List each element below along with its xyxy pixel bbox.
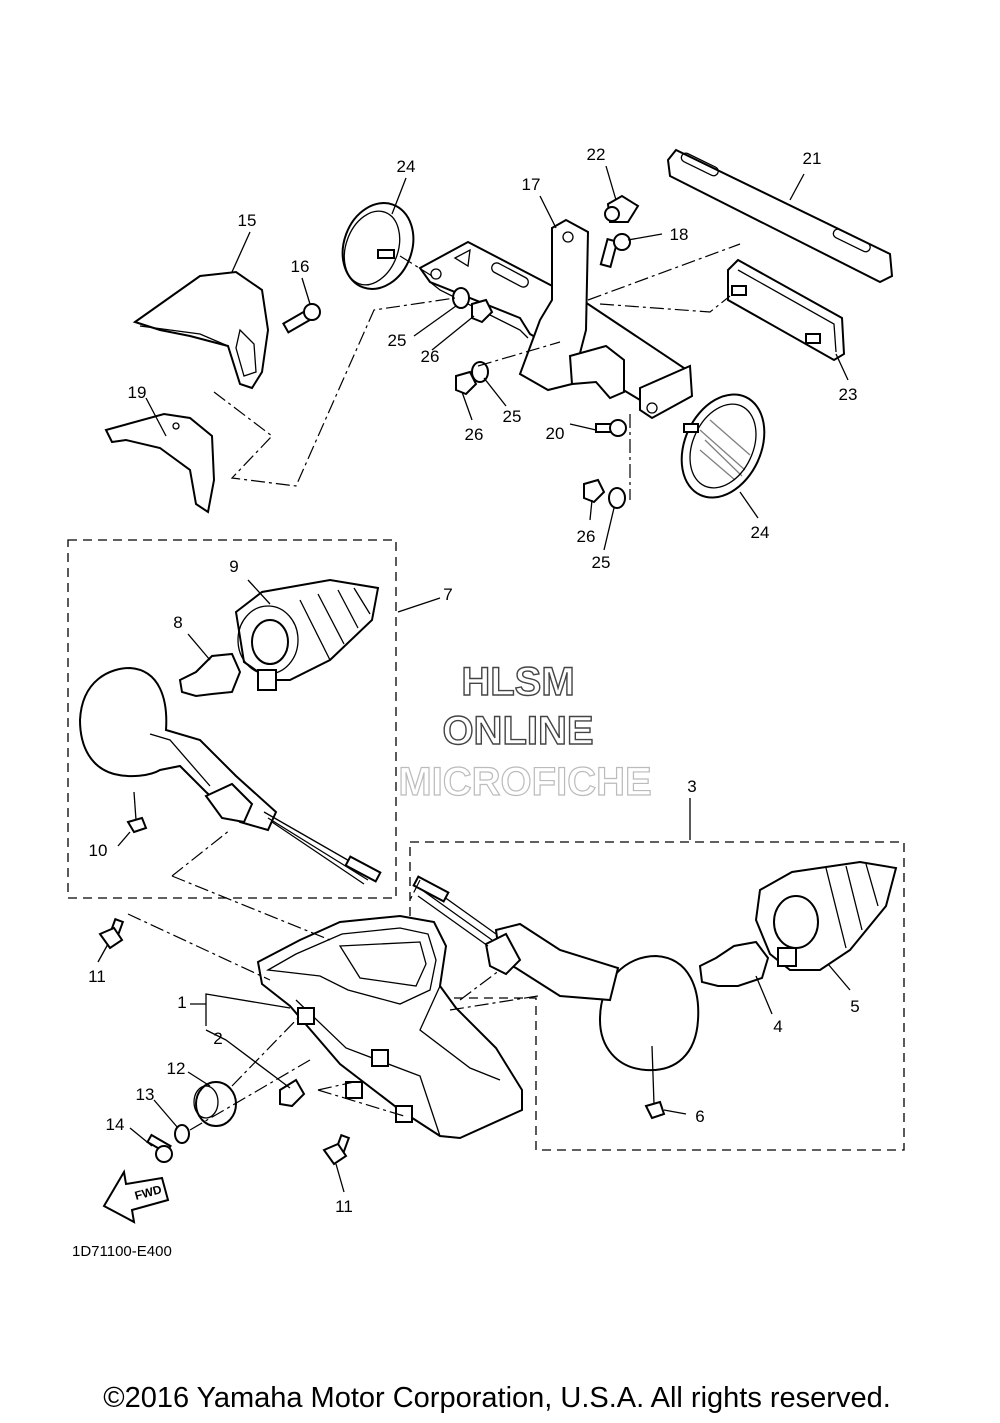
callout-25-c: 25 [592, 553, 611, 572]
washer-25a [452, 287, 470, 309]
bolt-18 [599, 233, 631, 269]
callout-12: 12 [167, 1059, 186, 1078]
washers-and-nuts [452, 287, 627, 509]
tail-light-housing [256, 914, 523, 1140]
callout-9: 9 [229, 557, 238, 576]
socket-2 [345, 1081, 363, 1099]
callout-25-b: 25 [503, 407, 522, 426]
reflector-cover [132, 270, 270, 390]
callout-17: 17 [522, 175, 541, 194]
watermark-line-3: MICROFICHE [398, 760, 651, 804]
callout-11-a: 11 [88, 967, 106, 986]
callout-20: 20 [546, 424, 565, 443]
socket-1 [297, 1007, 315, 1025]
callout-6: 6 [695, 1107, 704, 1126]
tail-light [256, 914, 523, 1140]
callout-4: 4 [773, 1017, 782, 1036]
nut-26b [455, 370, 478, 396]
callout-24-lower: 24 [751, 523, 770, 542]
reflector-stay [104, 412, 216, 514]
callout-26-b: 26 [465, 425, 484, 444]
bolt-16 [282, 303, 321, 334]
callout-10: 10 [89, 841, 108, 860]
left-turn-signal [78, 578, 382, 885]
license-light [727, 258, 846, 362]
fwd-arrow-icon: FWD [102, 1169, 170, 1224]
socket-4 [371, 1049, 389, 1067]
watermark-line-1: HLSM [461, 660, 574, 704]
callout-13: 13 [136, 1085, 155, 1104]
watermark-line-2: ONLINE [442, 709, 593, 753]
callout-16: 16 [291, 257, 310, 276]
callout-14: 14 [106, 1115, 125, 1134]
callout-25-a: 25 [388, 331, 407, 350]
callout-24-upper: 24 [397, 157, 416, 176]
triangle-mark [453, 248, 471, 268]
bracket-post [518, 218, 590, 392]
grommet-12 [193, 1081, 237, 1127]
screw-10 [126, 816, 148, 834]
license-light-stud-2 [805, 333, 821, 344]
license-bracket-assembly [418, 218, 694, 420]
left-bulb [178, 652, 242, 698]
washer-13 [174, 1124, 190, 1144]
callout-18: 18 [670, 225, 689, 244]
right-turn-signal [412, 860, 898, 1120]
callout-26-a: 26 [421, 347, 440, 366]
callout-22: 22 [587, 145, 606, 164]
screw-14 [146, 1133, 173, 1163]
washer-25c [608, 487, 626, 509]
copyright-footer: ©2016 Yamaha Motor Corporation, U.S.A. A… [103, 1382, 891, 1414]
callout-8: 8 [173, 613, 182, 632]
tail-bulb [279, 1078, 306, 1108]
callout-leaders [97, 165, 851, 1193]
callout-23: 23 [839, 385, 858, 404]
callout-7: 7 [443, 585, 452, 604]
nut-26a [471, 298, 494, 324]
callout-numbers: 24 15 16 19 17 22 18 21 23 25 26 26 25 2… [88, 145, 860, 1216]
callout-11-b: 11 [335, 1197, 353, 1216]
screw-6 [644, 1100, 666, 1120]
bolt-11b [322, 1133, 351, 1166]
callout-1: 1 [177, 993, 186, 1012]
callout-3: 3 [687, 777, 696, 796]
watermark: HLSM ONLINE MICROFICHE [398, 659, 653, 804]
callout-26-c: 26 [577, 527, 596, 546]
license-plate-stay [666, 148, 894, 284]
reflector-lower [680, 393, 766, 499]
diagram-code: 1D71100-E400 [72, 1243, 172, 1260]
bolt-11a [98, 917, 125, 950]
callout-2: 2 [213, 1029, 222, 1048]
fwd-label: FWD [133, 1182, 163, 1203]
reflector-upper [341, 202, 415, 290]
left-turn-signal-group [67, 539, 397, 899]
right-bulb [698, 940, 770, 987]
washer-25b [471, 361, 489, 383]
callout-15: 15 [238, 211, 257, 230]
callout-21: 21 [803, 149, 822, 168]
right-housing [598, 954, 700, 1072]
callout-19: 19 [128, 383, 147, 402]
nut-26c [583, 478, 606, 504]
cap-nut [604, 194, 640, 223]
callout-5: 5 [850, 997, 859, 1016]
license-light-stud-1 [731, 285, 747, 296]
